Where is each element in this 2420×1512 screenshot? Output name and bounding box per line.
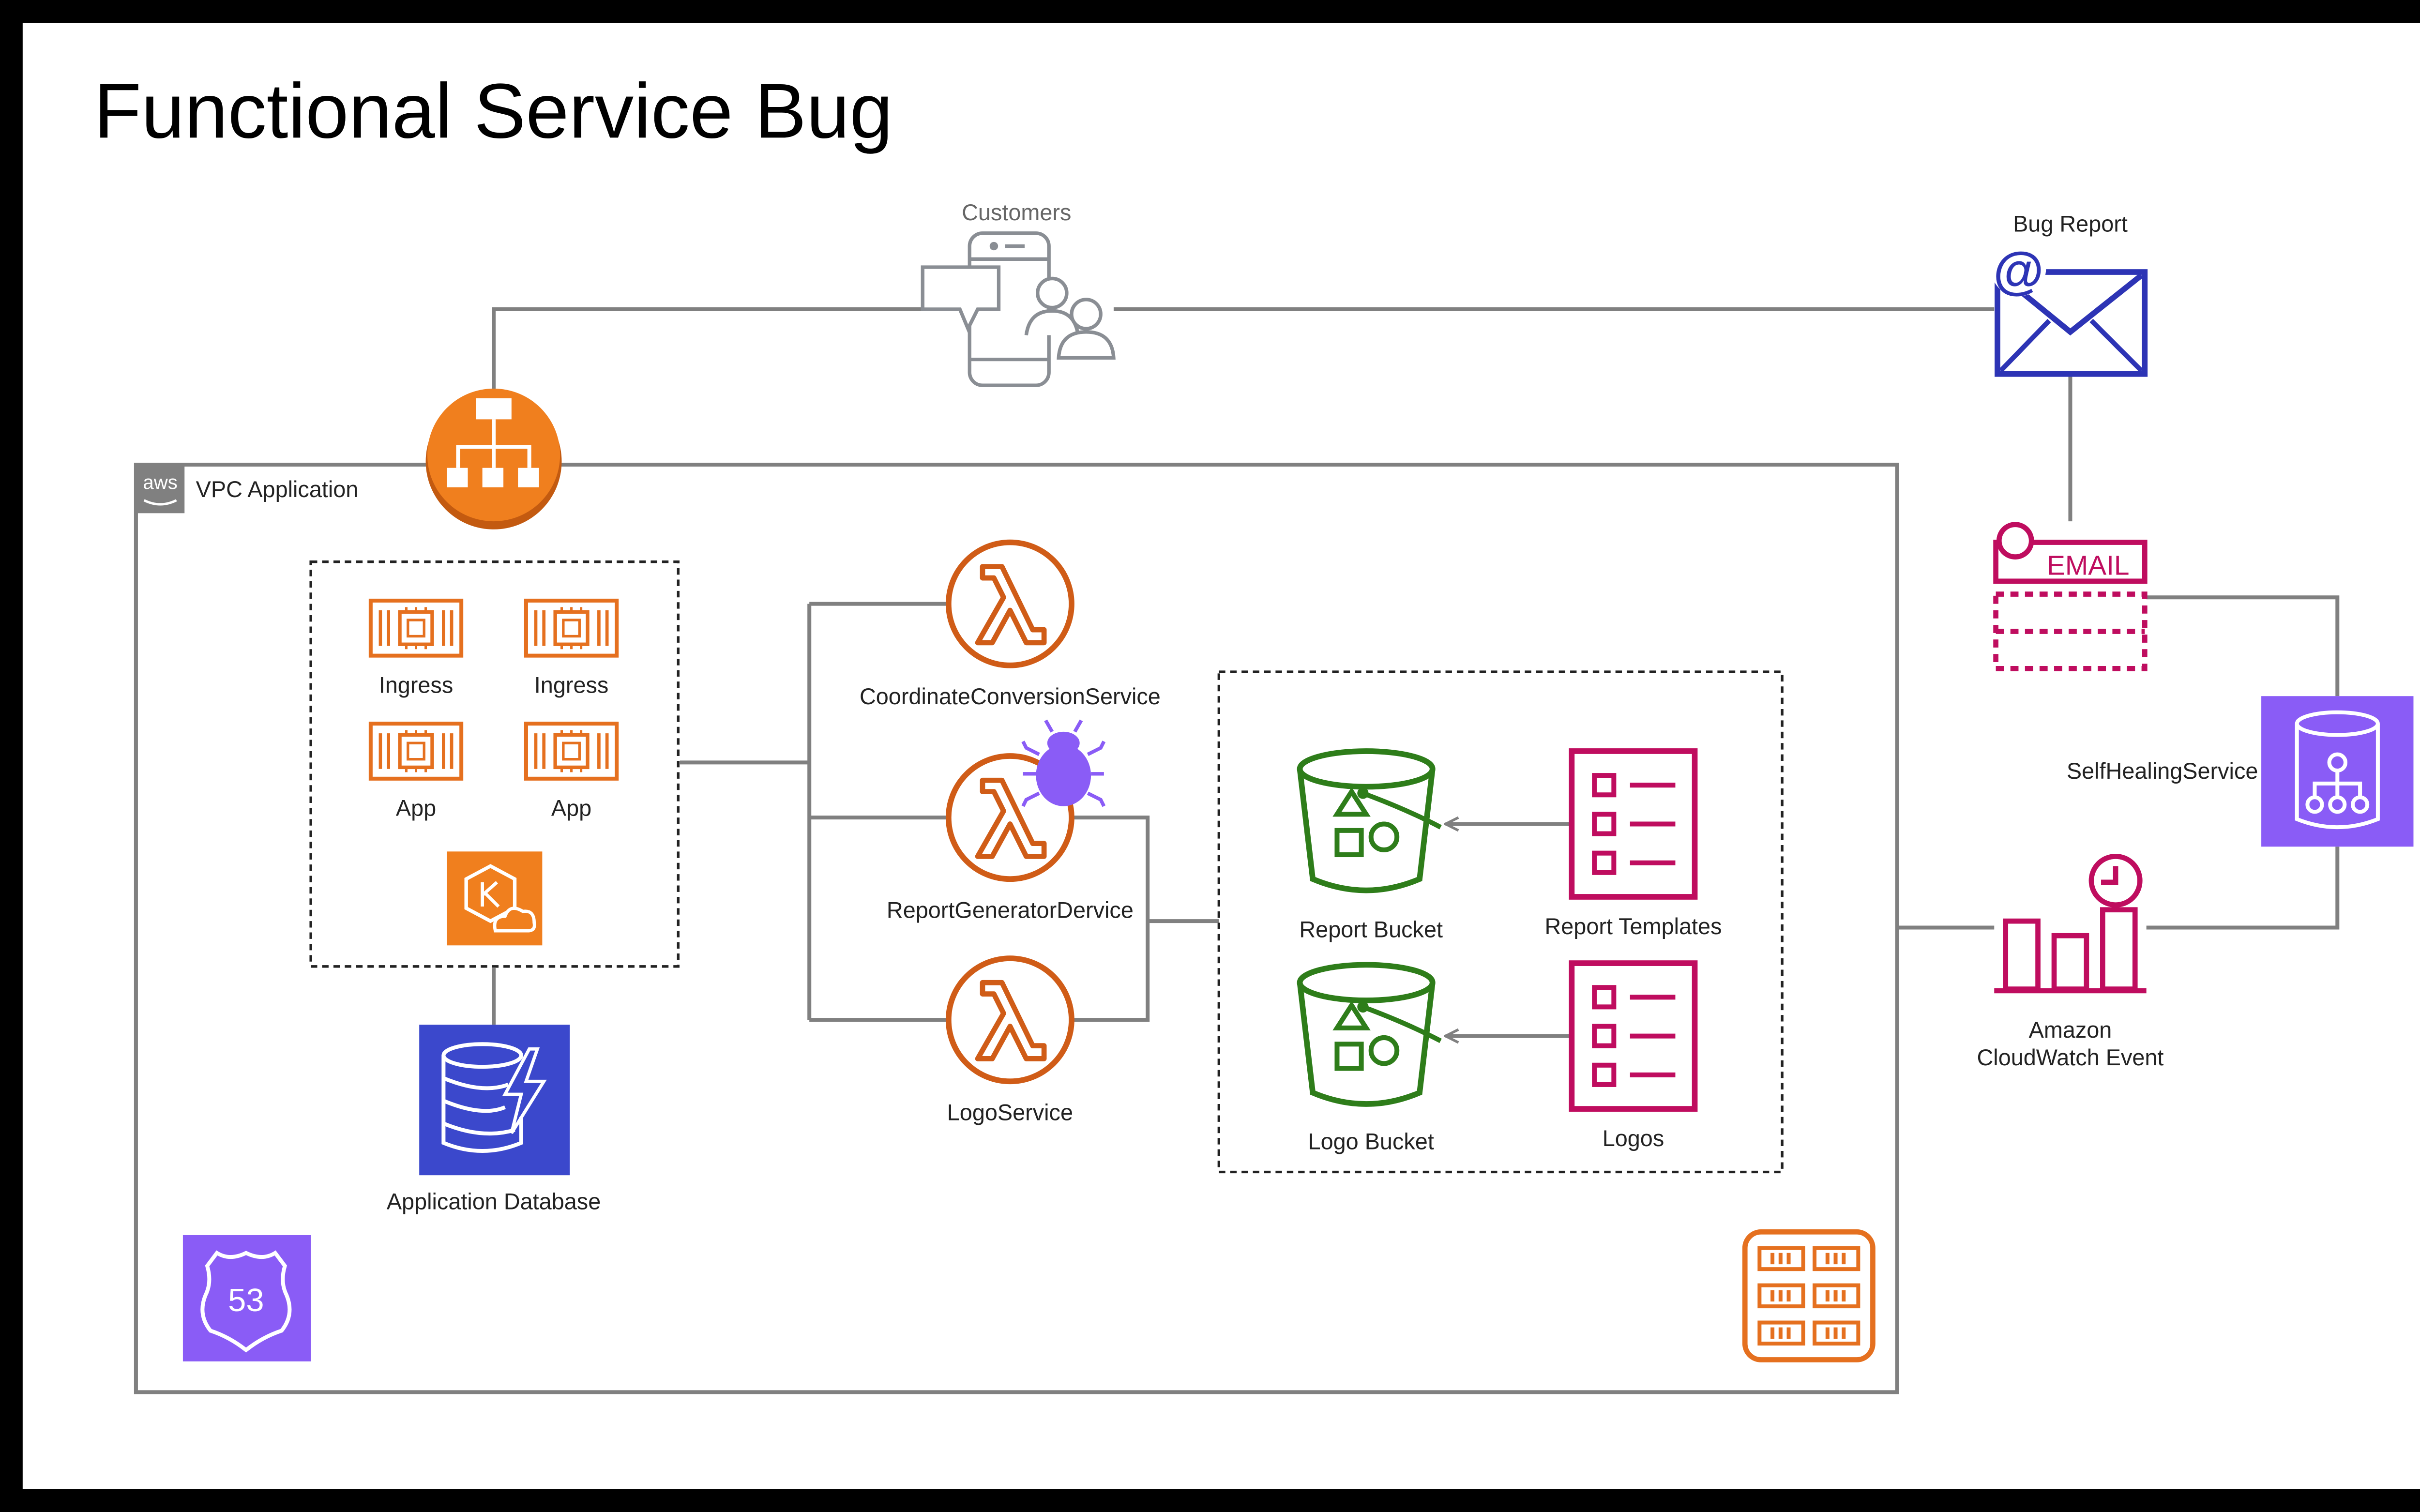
eks-node[interactable] — [447, 851, 543, 946]
aws-badge-text: aws — [143, 471, 177, 493]
coordinate-service-node[interactable]: CoordinateConversionService — [860, 543, 1161, 709]
customers-label: Customers — [962, 200, 1071, 225]
bug-report-node[interactable]: Bug Report @ — [1991, 211, 2148, 377]
logo-bucket-node[interactable]: Logo Bucket — [1300, 965, 1441, 1154]
diagram-title: Functional Service Bug — [94, 68, 893, 154]
ses-node[interactable]: EMAIL — [1993, 522, 2148, 671]
report-templates-node[interactable]: Report Templates — [1544, 751, 1722, 939]
connectors — [492, 307, 2340, 1036]
vpc-border — [134, 462, 1899, 1394]
customers-node[interactable]: Customers — [921, 200, 1116, 387]
logo-service-label: LogoService — [947, 1100, 1073, 1125]
diagram-canvas — [22, 22, 2420, 1490]
app-label-1: App — [396, 796, 436, 821]
cloudwatch-node[interactable]: Amazon CloudWatch Event — [1977, 854, 2163, 1070]
report-service-label: ReportGeneratorDervice — [887, 897, 1134, 922]
ses-label: EMAIL — [2047, 550, 2130, 581]
compute-cluster-group — [309, 560, 680, 968]
database-label: Application Database — [387, 1189, 601, 1214]
route53-node[interactable]: 53 — [182, 1235, 311, 1361]
server-rack-icon — [1742, 1229, 1876, 1362]
route53-label: 53 — [228, 1282, 264, 1318]
ingress-node-1[interactable]: Ingress — [371, 601, 461, 698]
logo-bucket-label: Logo Bucket — [1308, 1129, 1434, 1154]
edge-ses-selfhealing — [2146, 595, 2340, 696]
bug-icon — [1021, 719, 1106, 807]
server-rack-node[interactable] — [1742, 1229, 1876, 1362]
load-balancer-node[interactable] — [425, 388, 562, 529]
report-templates-label: Report Templates — [1544, 914, 1722, 939]
logo-service-node[interactable]: LogoService — [947, 958, 1073, 1125]
vpc-container: aws VPC Application — [134, 462, 1899, 1394]
lambda-icon — [949, 958, 1072, 1081]
report-bucket-label: Report Bucket — [1299, 917, 1443, 942]
cloudwatch-label-line2: CloudWatch Event — [1977, 1045, 2163, 1070]
self-healing-label: SelfHealingService — [2067, 758, 2258, 784]
edge-lb-customers — [492, 307, 923, 398]
edge-selfhealing-cloudwatch — [2146, 847, 2340, 930]
svg-text:@: @ — [1993, 241, 2043, 299]
ses-email-icon: EMAIL — [1993, 522, 2148, 671]
app-label-2: App — [551, 796, 591, 821]
mobile-users-icon — [921, 231, 1116, 387]
app-node-1[interactable]: App — [371, 724, 461, 821]
edge-lambda-storage — [1073, 816, 1150, 1022]
database-node[interactable]: Application Database — [387, 1025, 601, 1214]
coordinate-service-label: CoordinateConversionService — [860, 684, 1161, 709]
ingress-label-1: Ingress — [379, 673, 454, 698]
report-bucket-node[interactable]: Report Bucket — [1299, 751, 1443, 942]
lambda-icon — [949, 543, 1072, 665]
cloudwatch-event-icon — [1994, 854, 2147, 994]
ingress-label-2: Ingress — [534, 673, 609, 698]
vpc-label: VPC Application — [196, 477, 359, 502]
self-healing-node[interactable]: SelfHealingService — [2067, 696, 2414, 847]
ingress-node-2[interactable]: Ingress — [526, 601, 617, 698]
bug-report-label: Bug Report — [2013, 211, 2128, 236]
email-envelope-icon: @ — [1991, 241, 2148, 377]
cloudwatch-label-line1: Amazon — [2029, 1017, 2112, 1043]
report-service-node[interactable]: ReportGeneratorDervice — [887, 756, 1134, 922]
app-node-2[interactable]: App — [526, 724, 617, 821]
logos-node[interactable]: Logos — [1572, 963, 1694, 1151]
logos-label: Logos — [1603, 1126, 1664, 1151]
